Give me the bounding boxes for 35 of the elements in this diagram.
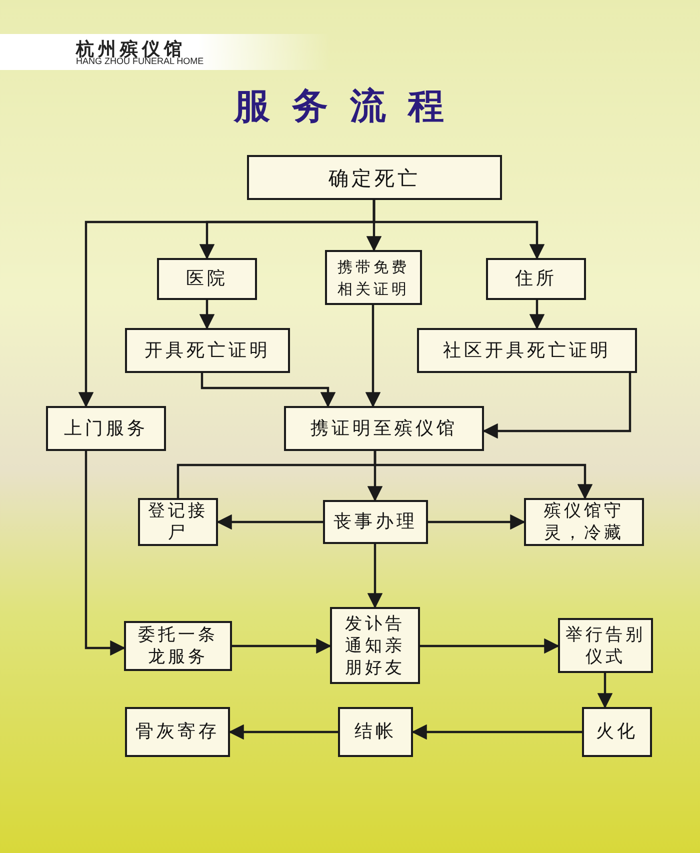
process-box: 住所: [486, 258, 586, 300]
process-box: 结帐: [338, 707, 413, 757]
organization-name: HANG ZHOU FUNERAL HOME: [76, 56, 204, 66]
process-box: 携证明至殡仪馆: [284, 406, 484, 451]
title: 服务流程: [232, 84, 467, 129]
arrow: [199, 300, 215, 330]
arrow: [529, 300, 545, 330]
process-box: 丧事办理: [323, 500, 428, 544]
process-box: 确定死亡: [247, 155, 502, 200]
process-box: 骨灰寄存: [125, 707, 230, 757]
arrow: [216, 514, 323, 530]
arrow: [482, 373, 632, 439]
process-box: 上门服务: [46, 406, 166, 451]
arrow: [367, 544, 383, 609]
arrow: [597, 673, 613, 709]
process-box: 举行告别仪式: [558, 618, 653, 673]
arrow: [228, 724, 338, 740]
process-box: 携带免费相关证明: [325, 250, 422, 305]
process-box: 委托一条龙服务: [124, 621, 232, 671]
arrow: [365, 305, 381, 408]
process-box: 登记接尸: [138, 498, 218, 546]
arrow: [420, 638, 560, 654]
process-box: 开具死亡证明: [125, 328, 290, 373]
process-box: 医院: [157, 258, 257, 300]
arrow: [232, 638, 332, 654]
arrow: [78, 200, 376, 408]
arrow: [411, 724, 582, 740]
process-box: 发讣告通知亲朋好友: [330, 607, 420, 684]
arrow: [428, 514, 526, 530]
process-box: 社区开具死亡证明: [417, 328, 637, 373]
process-box: 殡仪馆守灵，冷藏: [524, 498, 644, 546]
arrow: [374, 451, 593, 500]
arrow: [200, 373, 336, 408]
arrow: [84, 451, 126, 656]
process-box: 火化: [582, 707, 652, 757]
